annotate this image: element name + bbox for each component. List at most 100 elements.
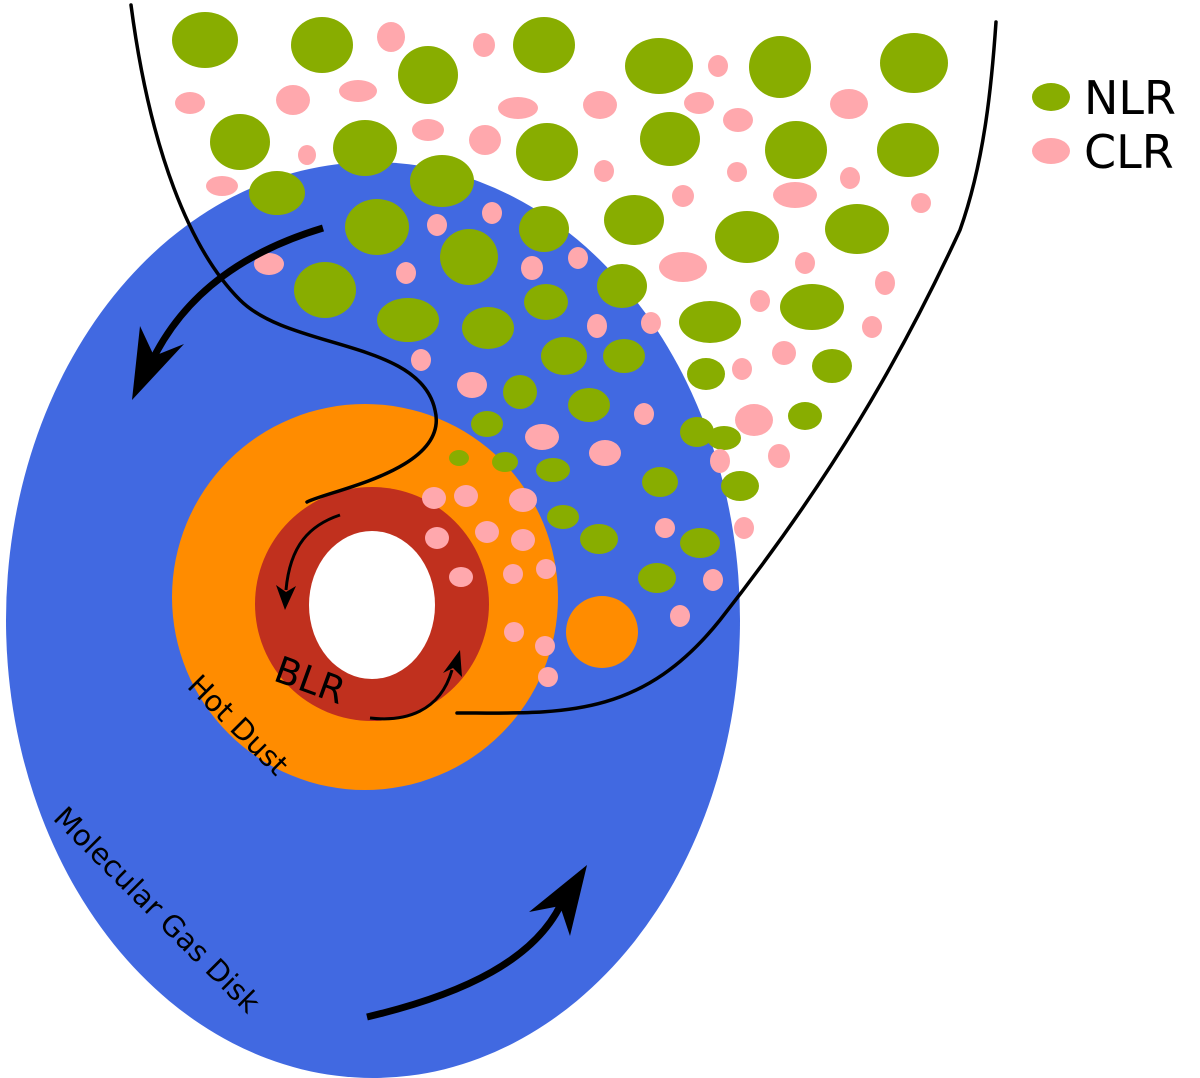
nlr-cloud bbox=[513, 17, 575, 73]
nlr-cloud bbox=[568, 388, 610, 422]
clr-cloud bbox=[538, 667, 558, 687]
nlr-cloud bbox=[471, 411, 503, 437]
blr-arrow-top bbox=[284, 513, 341, 591]
nlr-cloud bbox=[680, 528, 720, 558]
clr-cloud bbox=[710, 449, 730, 473]
clr-cloud bbox=[672, 185, 694, 207]
clr-cloud bbox=[583, 91, 617, 119]
clr-cloud bbox=[412, 119, 444, 141]
clr-cloud bbox=[773, 182, 817, 208]
blr-arrowhead-top bbox=[276, 585, 296, 610]
legend-nlr-swatch bbox=[1032, 83, 1070, 111]
nlr-cloud bbox=[172, 12, 238, 68]
clr-cloud bbox=[703, 569, 723, 591]
clr-cloud bbox=[377, 22, 405, 52]
clr-cloud bbox=[750, 290, 770, 312]
nlr-cloud bbox=[687, 358, 725, 390]
clr-cloud bbox=[589, 440, 621, 466]
nlr-cloud bbox=[462, 307, 514, 349]
clr-cloud bbox=[735, 404, 773, 436]
nlr-cloud bbox=[536, 458, 570, 482]
ionization-cone-outline bbox=[129, 3, 998, 715]
nlr-cloud bbox=[765, 121, 827, 179]
clr-cloud bbox=[276, 85, 310, 115]
nlr-cloud bbox=[780, 284, 844, 330]
clr-cloud bbox=[525, 424, 559, 450]
central-engine bbox=[309, 531, 435, 679]
nlr-cloud bbox=[519, 206, 569, 252]
clr-cloud bbox=[298, 145, 316, 165]
clr-cloud bbox=[535, 636, 555, 656]
legend-clr-label: CLR bbox=[1084, 125, 1174, 179]
nlr-cloud bbox=[604, 195, 664, 245]
clr-cloud bbox=[634, 403, 654, 425]
nlr-cloud bbox=[877, 123, 939, 177]
nlr-cloud bbox=[680, 417, 714, 447]
clr-cloud bbox=[587, 314, 607, 338]
clr-cloud bbox=[503, 564, 523, 584]
nlr-cloud bbox=[880, 33, 948, 93]
clr-cloud bbox=[498, 97, 538, 119]
nlr-cloud bbox=[707, 426, 741, 450]
nlr-cloud bbox=[524, 284, 568, 320]
clr-cloud bbox=[795, 252, 815, 274]
clr-cloud bbox=[427, 214, 447, 236]
rotation-arrowhead-top bbox=[132, 326, 184, 400]
clr-cloud bbox=[521, 256, 543, 280]
nlr-cloud bbox=[440, 229, 498, 285]
clr-cloud bbox=[727, 162, 747, 182]
clr-cloud bbox=[684, 92, 714, 114]
clr-cloud bbox=[509, 488, 537, 512]
clr-cloud bbox=[911, 193, 931, 213]
clr-cloud bbox=[206, 176, 238, 196]
clr-cloud bbox=[449, 567, 473, 587]
clr-cloud bbox=[875, 271, 895, 295]
clr-cloud bbox=[862, 316, 882, 338]
clr-cloud bbox=[772, 341, 796, 365]
clr-cloud bbox=[454, 485, 478, 507]
clr-cloud bbox=[840, 167, 860, 189]
clr-cloud bbox=[641, 312, 661, 334]
nlr-cloud bbox=[398, 46, 458, 104]
cloud-layer bbox=[172, 12, 948, 687]
clr-cloud bbox=[475, 521, 499, 543]
rotation-arrowhead-bottom bbox=[529, 865, 587, 936]
nlr-cloud bbox=[812, 349, 852, 383]
clr-cloud bbox=[254, 253, 284, 275]
legend: NLR CLR bbox=[1032, 71, 1176, 179]
clr-cloud bbox=[830, 89, 868, 119]
nlr-cloud bbox=[294, 262, 356, 318]
nlr-cloud bbox=[788, 402, 822, 430]
nlr-cloud bbox=[638, 563, 676, 593]
clr-cloud bbox=[411, 349, 431, 371]
clr-cloud bbox=[425, 527, 449, 549]
clr-cloud bbox=[469, 125, 501, 155]
nlr-cloud bbox=[625, 38, 693, 94]
clr-cloud bbox=[723, 108, 753, 132]
blr-arrowhead-bottom bbox=[443, 650, 462, 677]
clr-cloud bbox=[659, 252, 707, 282]
legend-clr-swatch bbox=[1032, 138, 1070, 164]
clr-cloud bbox=[768, 444, 790, 468]
legend-nlr-label: NLR bbox=[1084, 71, 1176, 125]
nlr-cloud bbox=[749, 36, 811, 98]
blr-arrow-bottom bbox=[369, 669, 454, 721]
clr-cloud bbox=[536, 559, 556, 579]
nlr-cloud bbox=[640, 112, 700, 166]
nlr-cloud bbox=[210, 114, 270, 170]
clr-cloud bbox=[670, 605, 690, 627]
nlr-cloud bbox=[333, 120, 397, 176]
nlr-cloud bbox=[377, 298, 439, 342]
clr-cloud bbox=[594, 160, 614, 182]
clr-cloud bbox=[422, 487, 446, 509]
nlr-cloud bbox=[603, 339, 645, 373]
nlr-cloud bbox=[516, 123, 578, 181]
nlr-cloud bbox=[679, 301, 741, 343]
rotation-arrow-bottom bbox=[366, 893, 569, 1021]
nlr-cloud bbox=[642, 467, 678, 497]
clr-cloud bbox=[175, 92, 205, 114]
clr-cloud bbox=[457, 372, 487, 398]
nlr-cloud bbox=[715, 211, 779, 263]
